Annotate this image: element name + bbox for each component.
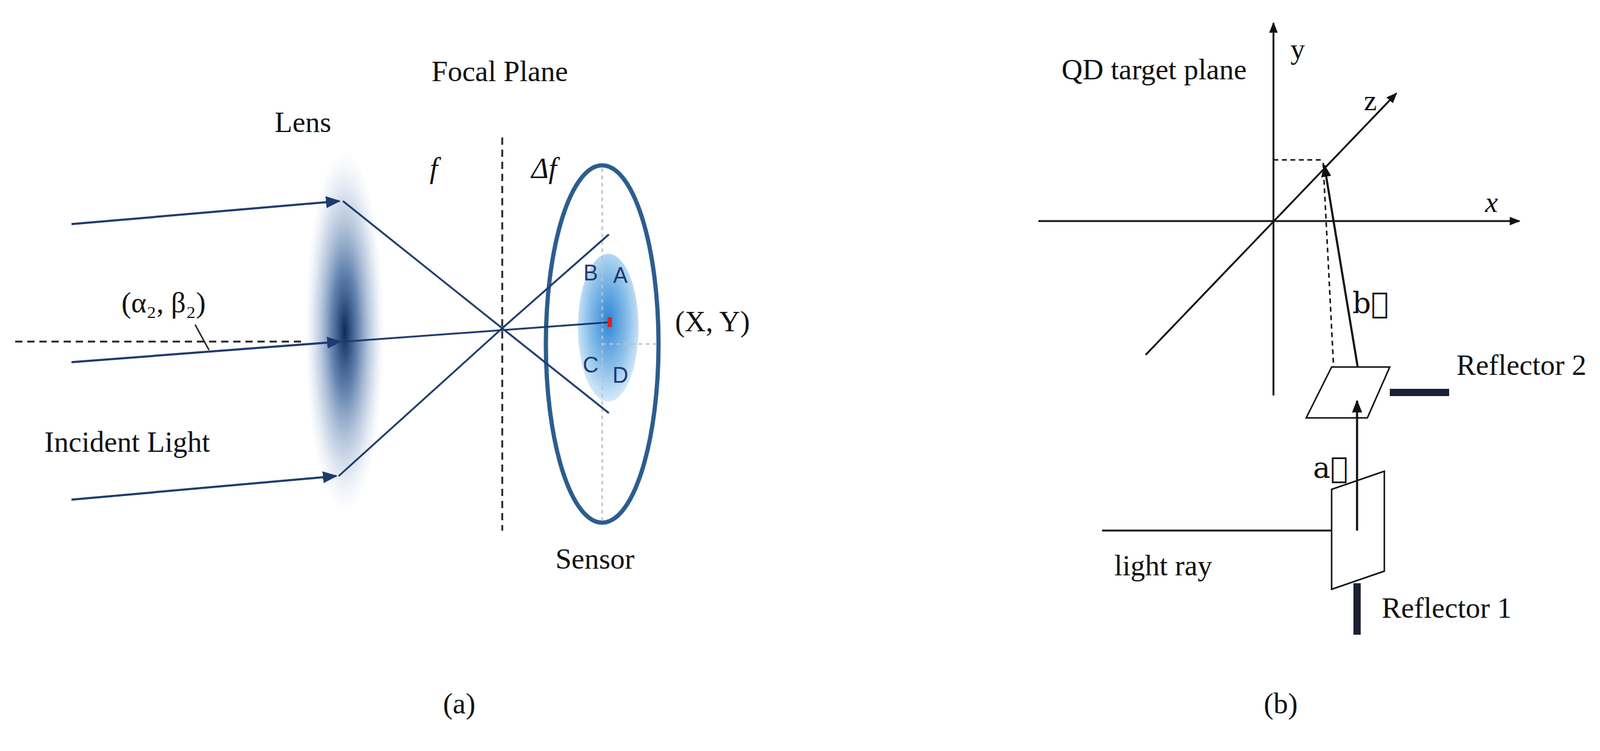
quadrant-label: C bbox=[582, 353, 599, 378]
axis-label: z bbox=[1363, 84, 1377, 117]
vector-label: a⃗ bbox=[1312, 451, 1348, 485]
part-label: Sensor bbox=[555, 543, 635, 576]
panel-label: (a) bbox=[442, 688, 475, 721]
optical-axis bbox=[15, 341, 306, 343]
x-axis bbox=[1038, 220, 1520, 223]
z-axis bbox=[1145, 93, 1397, 356]
leader-line bbox=[195, 324, 210, 351]
part-label: Reflector 1 bbox=[1381, 592, 1513, 625]
part-label: Lens bbox=[274, 106, 331, 139]
sensor-axis bbox=[602, 343, 657, 346]
y-axis bbox=[1272, 23, 1275, 396]
incident-ray bbox=[71, 341, 341, 363]
sensor-outline bbox=[545, 165, 659, 523]
reflector-2 bbox=[1306, 367, 1390, 419]
part-label: Reflector 2 bbox=[1456, 349, 1587, 382]
quadrant-label: B bbox=[583, 261, 598, 286]
plane-title: QD target plane bbox=[1061, 53, 1247, 87]
refracted-ray bbox=[338, 328, 609, 477]
dimension-label: Δf bbox=[531, 152, 557, 185]
chief-ray bbox=[344, 322, 611, 342]
quadrant-label: D bbox=[612, 363, 629, 388]
light-ray bbox=[1102, 530, 1355, 532]
projection-line bbox=[1273, 159, 1324, 162]
angle-label: (α₂, β₂) bbox=[121, 287, 206, 320]
panel-label: (b) bbox=[1263, 688, 1298, 721]
incident-ray bbox=[71, 201, 340, 225]
light-spot bbox=[577, 253, 639, 402]
reflector-mount bbox=[1353, 583, 1361, 635]
reflector-mount bbox=[1389, 388, 1450, 397]
spot-centroid bbox=[607, 317, 612, 328]
incident-ray bbox=[71, 476, 337, 500]
vector-label: b⃗ bbox=[1352, 287, 1389, 320]
axis-label: y bbox=[1290, 33, 1305, 66]
vector-b bbox=[1324, 165, 1362, 393]
plane-title: Focal Plane bbox=[431, 55, 568, 88]
axis-label: x bbox=[1484, 186, 1498, 219]
focal-plane-line bbox=[501, 137, 504, 531]
part-label: Incident Light bbox=[44, 426, 210, 459]
dimension-label: f bbox=[429, 152, 438, 185]
part-label: light ray bbox=[1114, 550, 1212, 583]
coordinate-label: (X, Y) bbox=[674, 305, 751, 339]
quadrant-label: A bbox=[613, 263, 628, 288]
refracted-ray bbox=[342, 201, 609, 329]
lens bbox=[305, 154, 384, 509]
vector-a bbox=[1355, 401, 1359, 531]
